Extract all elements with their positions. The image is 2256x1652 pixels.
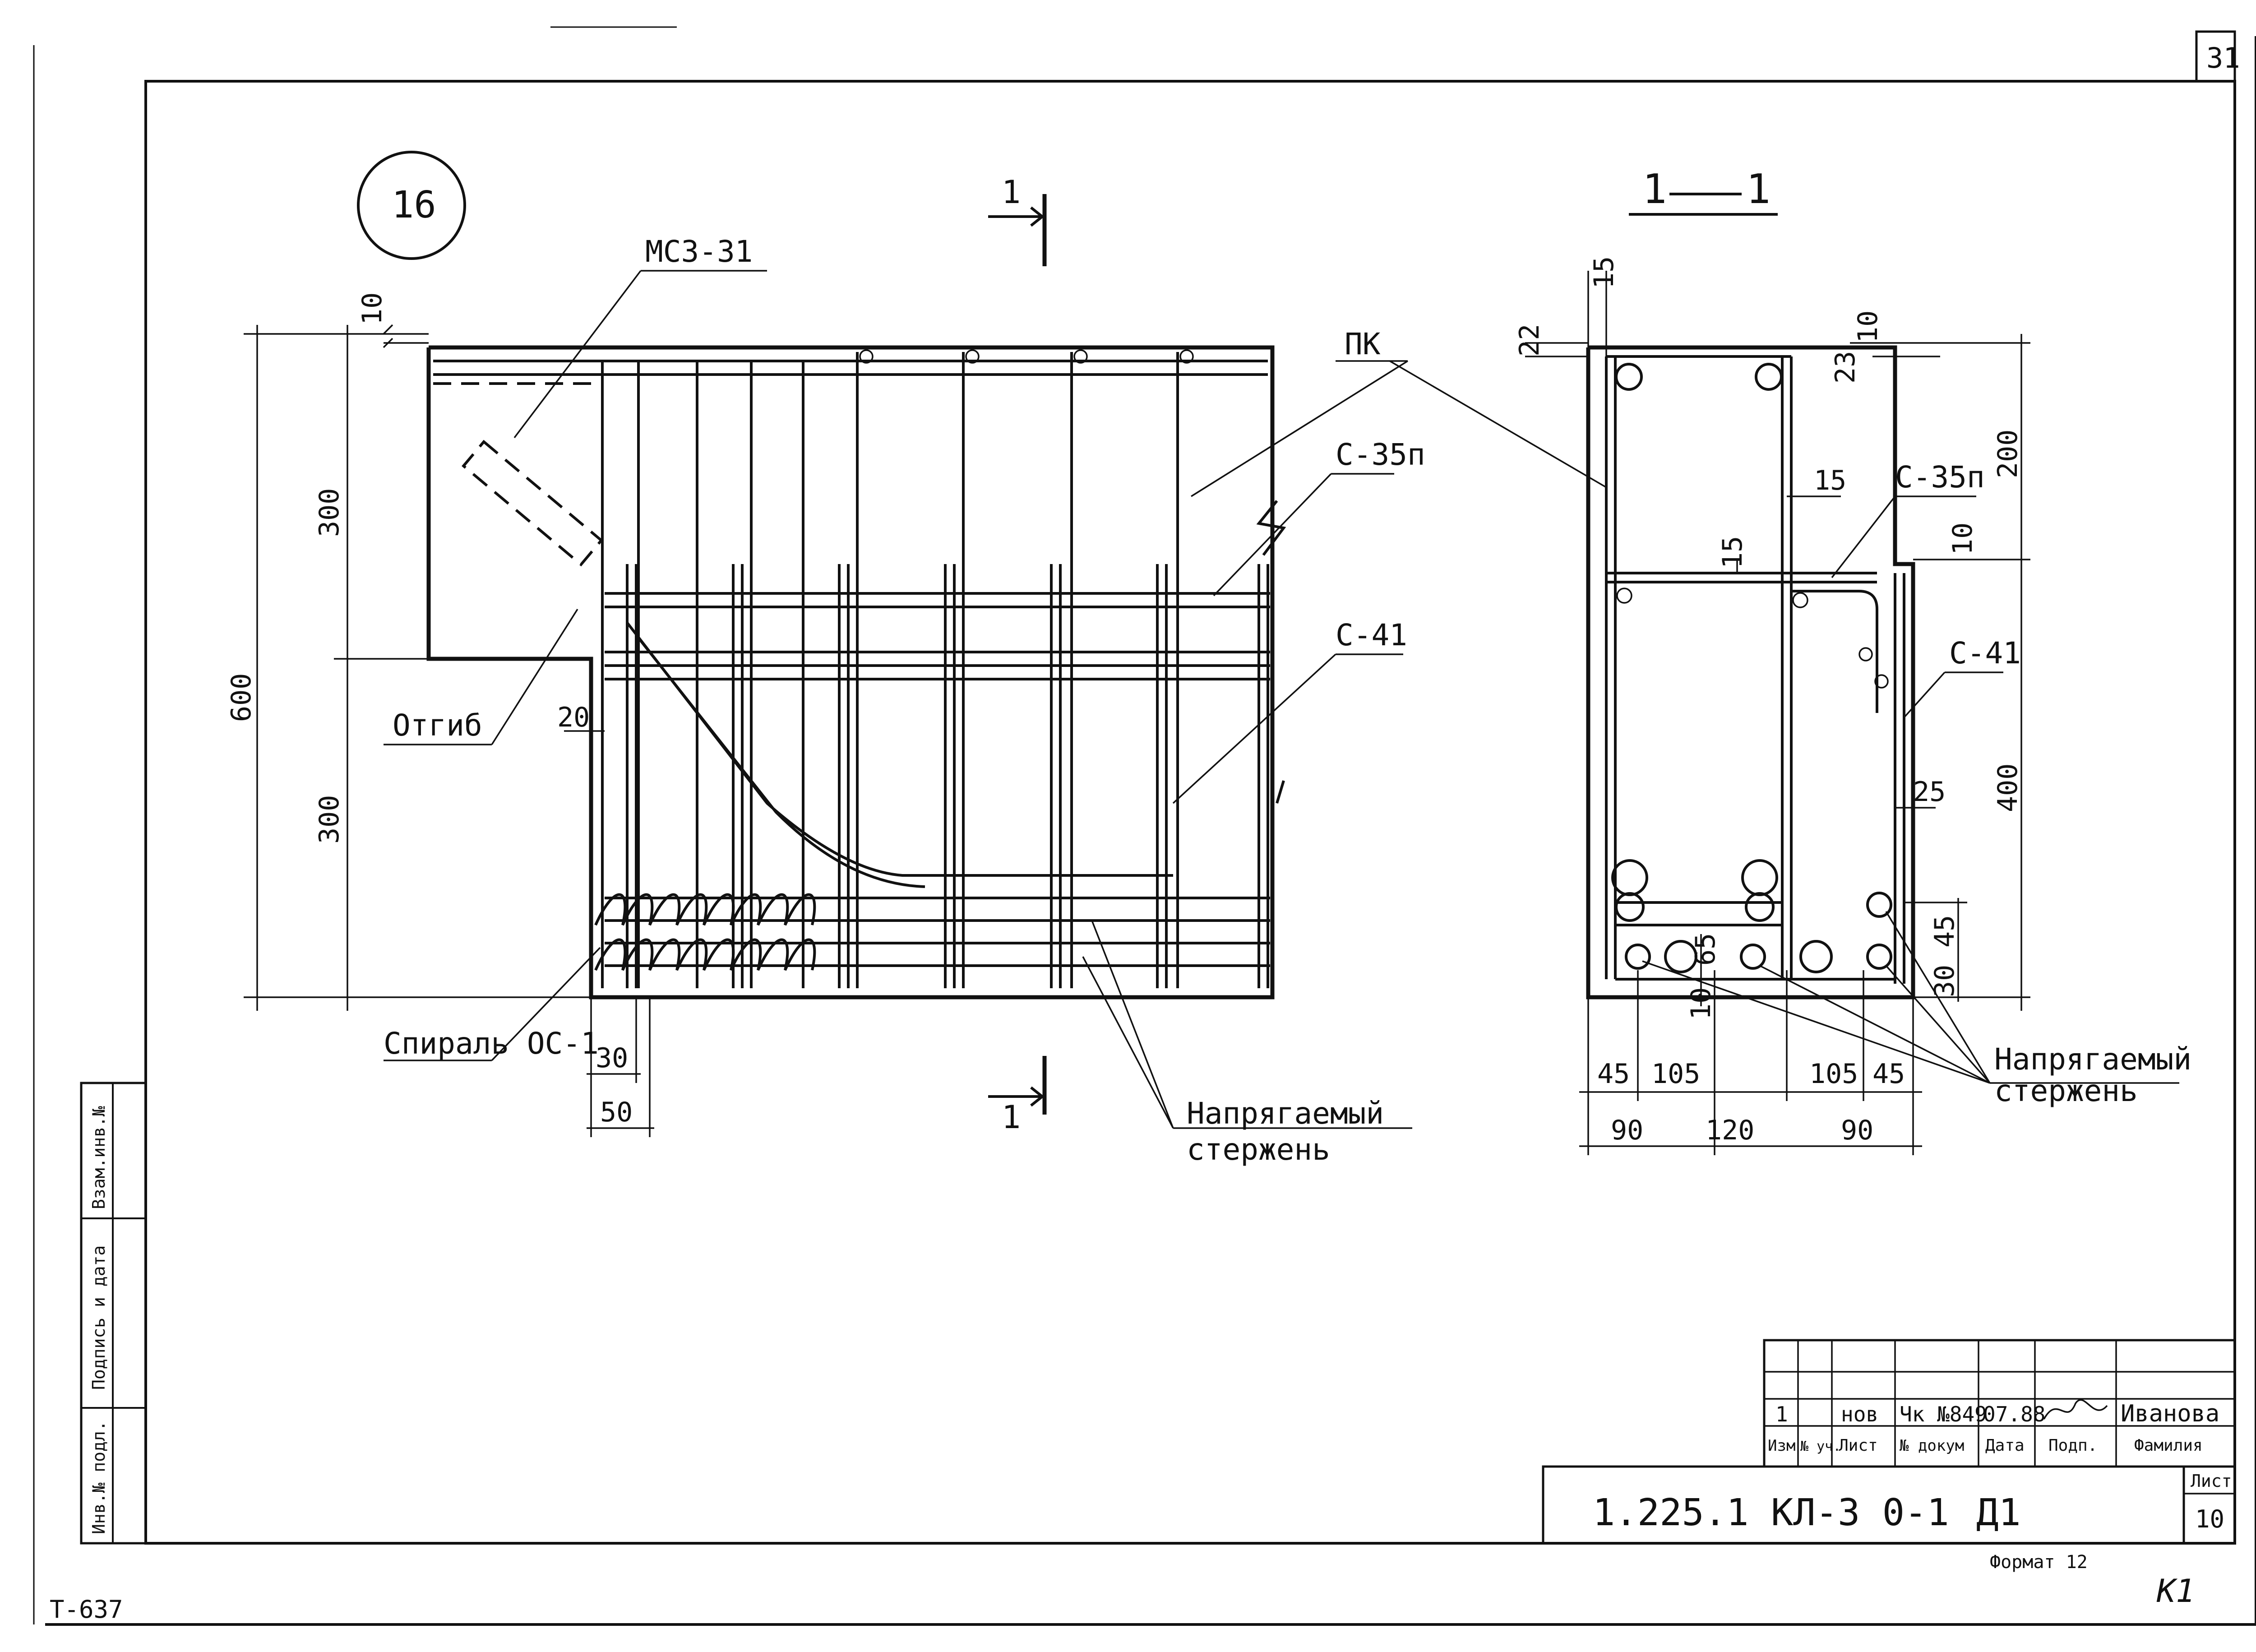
label-c41-left: С-41 bbox=[1336, 618, 1407, 652]
section-mark-top: 1 bbox=[1002, 174, 1021, 211]
dim-300-lower: 300 bbox=[314, 795, 345, 844]
dim-600: 600 bbox=[226, 673, 257, 722]
sdim-15-mid: 15 bbox=[1814, 465, 1846, 496]
sdim-10-top: 10 bbox=[1852, 310, 1884, 343]
corner-mark: Т-637 bbox=[50, 1595, 123, 1624]
bottom-mark: К1 bbox=[2156, 1573, 2195, 1610]
hdr-nuch: № уч. bbox=[1800, 1439, 1841, 1454]
title-block: 1 нов Чк №849 07.88 Иванова Изм № уч. Ли… bbox=[1542, 1339, 2236, 1545]
section-cut-marks: 1 1 bbox=[988, 174, 1047, 1136]
sdim-23: 23 bbox=[1830, 351, 1861, 384]
rev-date: 07.88 bbox=[1983, 1402, 2045, 1426]
sdim-22: 22 bbox=[1514, 324, 1545, 356]
dim-10: 10 bbox=[356, 292, 388, 325]
hdr-date: Дата bbox=[1985, 1436, 2025, 1455]
hdr-doc: № докум bbox=[1900, 1437, 1964, 1455]
sdim-15-top: 15 bbox=[1588, 256, 1620, 289]
upper-stirrups bbox=[601, 349, 1194, 988]
label-c35p-section: С-35п bbox=[1895, 460, 1985, 495]
section-mark-bottom: 1 bbox=[1002, 1099, 1021, 1136]
label-c41-section: С-41 bbox=[1949, 636, 2021, 671]
sdim-200: 200 bbox=[1992, 430, 2024, 478]
sdim-65: 65 bbox=[1690, 933, 1721, 966]
sdim-90-right: 90 bbox=[1841, 1115, 1873, 1146]
rev-izm: 1 bbox=[1775, 1402, 1788, 1426]
sdim-45-bottomright: 45 bbox=[1872, 1058, 1905, 1090]
stamp-podpis-data: Подпись и дата bbox=[89, 1245, 109, 1390]
sdim-45-left: 45 bbox=[1597, 1058, 1630, 1090]
section-title-right: 1 bbox=[1746, 166, 1771, 213]
sdim-45-right: 45 bbox=[1929, 915, 1960, 948]
format-label: Формат 12 bbox=[1990, 1552, 2088, 1573]
dim-300-upper: 300 bbox=[314, 488, 345, 537]
rev-name: Иванова bbox=[2121, 1400, 2219, 1427]
sdim-120: 120 bbox=[1706, 1115, 1754, 1146]
section-dimensions: 15 22 23 10 200 15 15 10 400 25 45 30 65… bbox=[1514, 256, 2030, 1155]
label-c35p-left: С-35п bbox=[1336, 437, 1425, 472]
section-title-left: 1 bbox=[1642, 166, 1667, 213]
sdim-90-left: 90 bbox=[1611, 1115, 1643, 1146]
dim-20: 20 bbox=[557, 702, 590, 733]
spiral-os1 bbox=[594, 893, 816, 971]
detail-marker: 16 bbox=[357, 151, 466, 260]
section-bars bbox=[1611, 363, 1892, 973]
section-1-1: 1 1 bbox=[1389, 166, 2191, 1155]
sdim-25: 25 bbox=[1913, 776, 1946, 808]
hdr-izm: Изм bbox=[1768, 1437, 1795, 1455]
sdim-10-shelf: 10 bbox=[1947, 523, 1979, 555]
sheet-value: 10 bbox=[2195, 1505, 2224, 1533]
label-bend: Отгиб bbox=[393, 708, 482, 743]
sdim-105-right: 105 bbox=[1809, 1058, 1858, 1090]
side-stamp: Инв.№ подл. Подпись и дата Взам.инв.№ bbox=[80, 1082, 147, 1545]
label-stressed-bar-2-left: стержень bbox=[1187, 1132, 1330, 1167]
sdim-105-left: 105 bbox=[1651, 1058, 1700, 1090]
hdr-podp: Подп. bbox=[2048, 1436, 2097, 1455]
section-labels: С-35п С-41 Напрягаемый стержень bbox=[1389, 360, 2191, 1108]
sdim-10-bottom: 10 bbox=[1685, 987, 1717, 1020]
rev-doc: Чк №849 bbox=[1900, 1402, 1987, 1426]
document-code: 1.225.1 КЛ-3 0-1 bbox=[1593, 1491, 1949, 1534]
elevation-view bbox=[426, 345, 1286, 1000]
rev-list: нов bbox=[1841, 1402, 1878, 1426]
dim-30: 30 bbox=[596, 1042, 628, 1074]
sheet-number: 31 bbox=[2206, 42, 2240, 74]
label-mesh-mc3-31: МС3-31 bbox=[645, 234, 753, 269]
label-stressed-bar-1-left: Напрягаемый bbox=[1187, 1096, 1384, 1131]
elevation-labels: МС3-31 ПК С-35п С-41 Отгиб Спираль ОС-1 … bbox=[384, 234, 1425, 1167]
elevation-dimensions: 10 300 600 300 20 30 50 bbox=[226, 292, 654, 1137]
sdim-30: 30 bbox=[1929, 965, 1960, 997]
signature bbox=[2043, 1399, 2108, 1420]
horizontal-bars bbox=[605, 592, 1270, 967]
dim-50: 50 bbox=[600, 1097, 633, 1128]
label-pk-left: ПК bbox=[1345, 327, 1381, 361]
hdr-fam: Фамилия bbox=[2134, 1436, 2203, 1455]
stamp-vzam-inv: Взам.инв.№ bbox=[89, 1106, 109, 1209]
sdim-15-shelf: 15 bbox=[1717, 536, 1748, 569]
label-stressed-bar-2-section: стержень bbox=[1994, 1074, 2138, 1108]
hdr-list: Лист bbox=[1839, 1436, 1878, 1455]
label-stressed-bar-1-section: Напрягаемый bbox=[1994, 1042, 2191, 1077]
sheet-frame bbox=[33, 26, 2256, 1626]
label-spiral: Спираль ОС-1 bbox=[384, 1026, 599, 1061]
sheet-label: Лист bbox=[2191, 1471, 2232, 1491]
stamp-inv-podl: Инв.№ подл. bbox=[89, 1421, 109, 1534]
document-suffix: Д1 bbox=[1976, 1491, 2021, 1534]
lower-cage-verticals bbox=[626, 564, 1269, 988]
sdim-400: 400 bbox=[1992, 764, 2024, 812]
detail-number: 16 bbox=[392, 184, 436, 227]
